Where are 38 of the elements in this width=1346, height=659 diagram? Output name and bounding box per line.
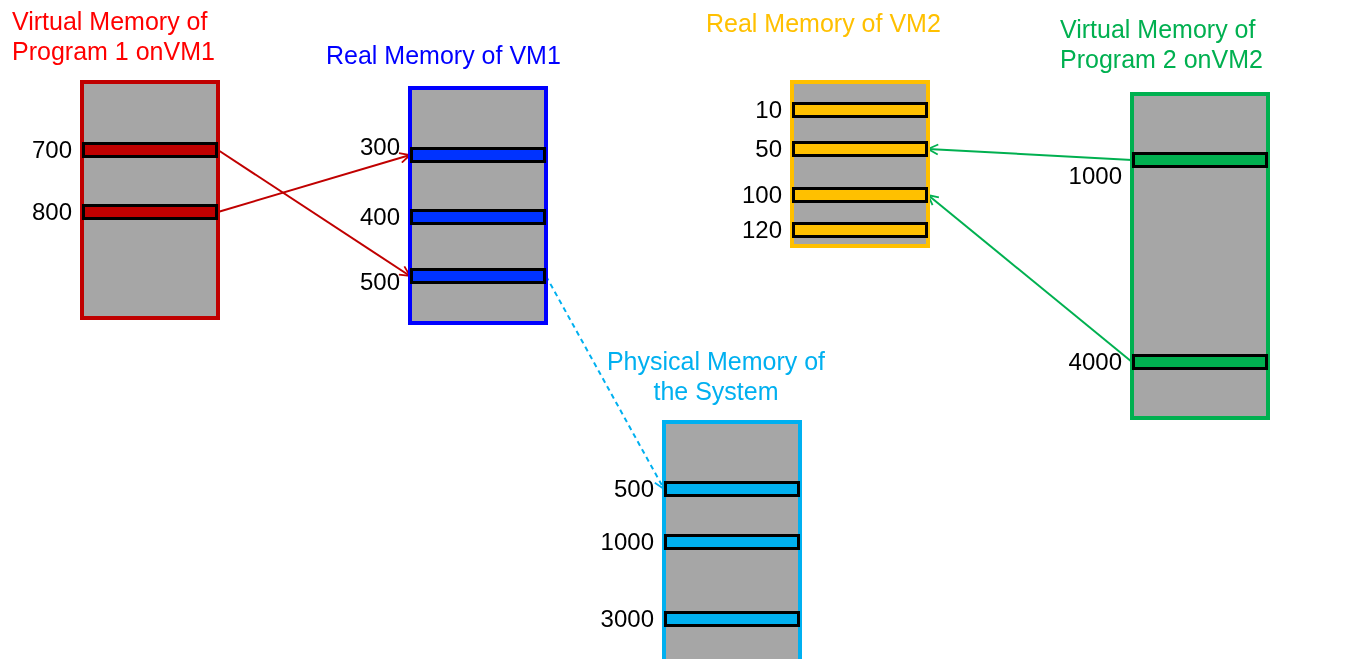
memory-slot [792,102,928,118]
address-label: 400 [359,204,400,230]
address-label: 3000 [600,606,654,632]
memory-slot [410,209,546,225]
address-label: 800 [31,199,72,225]
address-label: 50 [755,136,782,162]
memory-block [790,80,930,248]
memory-slot [792,141,928,157]
address-label: 500 [359,269,400,295]
memory-slot [792,222,928,238]
column-title: Virtual Memory of Program 2 onVM2 [1060,14,1264,74]
address-label: 100 [741,182,782,208]
address-label: 700 [31,137,72,163]
column-title: Real Memory of VM1 [326,40,561,70]
memory-slot [82,204,218,220]
memory-slot [664,611,800,627]
address-label: 500 [613,476,654,502]
memory-slot [664,534,800,550]
memory-slot [410,147,546,163]
column-title: Real Memory of VM2 [706,8,941,38]
address-label: 300 [359,134,400,160]
address-label: 1000 [1068,163,1122,189]
memory-block [80,80,220,320]
memory-block [662,420,802,659]
memory-slot [410,268,546,284]
address-label: 10 [755,97,782,123]
memory-block [1130,92,1270,420]
address-label: 120 [741,217,782,243]
address-label: 1000 [600,529,654,555]
memory-slot [792,187,928,203]
address-label: 4000 [1068,349,1122,375]
memory-block [408,86,548,325]
memory-slot [664,481,800,497]
memory-slot [82,142,218,158]
memory-slot [1132,152,1268,168]
column-title: Physical Memory of the System [605,346,827,406]
memory-slot [1132,354,1268,370]
column-title: Virtual Memory of Program 1 onVM1 [12,6,216,66]
